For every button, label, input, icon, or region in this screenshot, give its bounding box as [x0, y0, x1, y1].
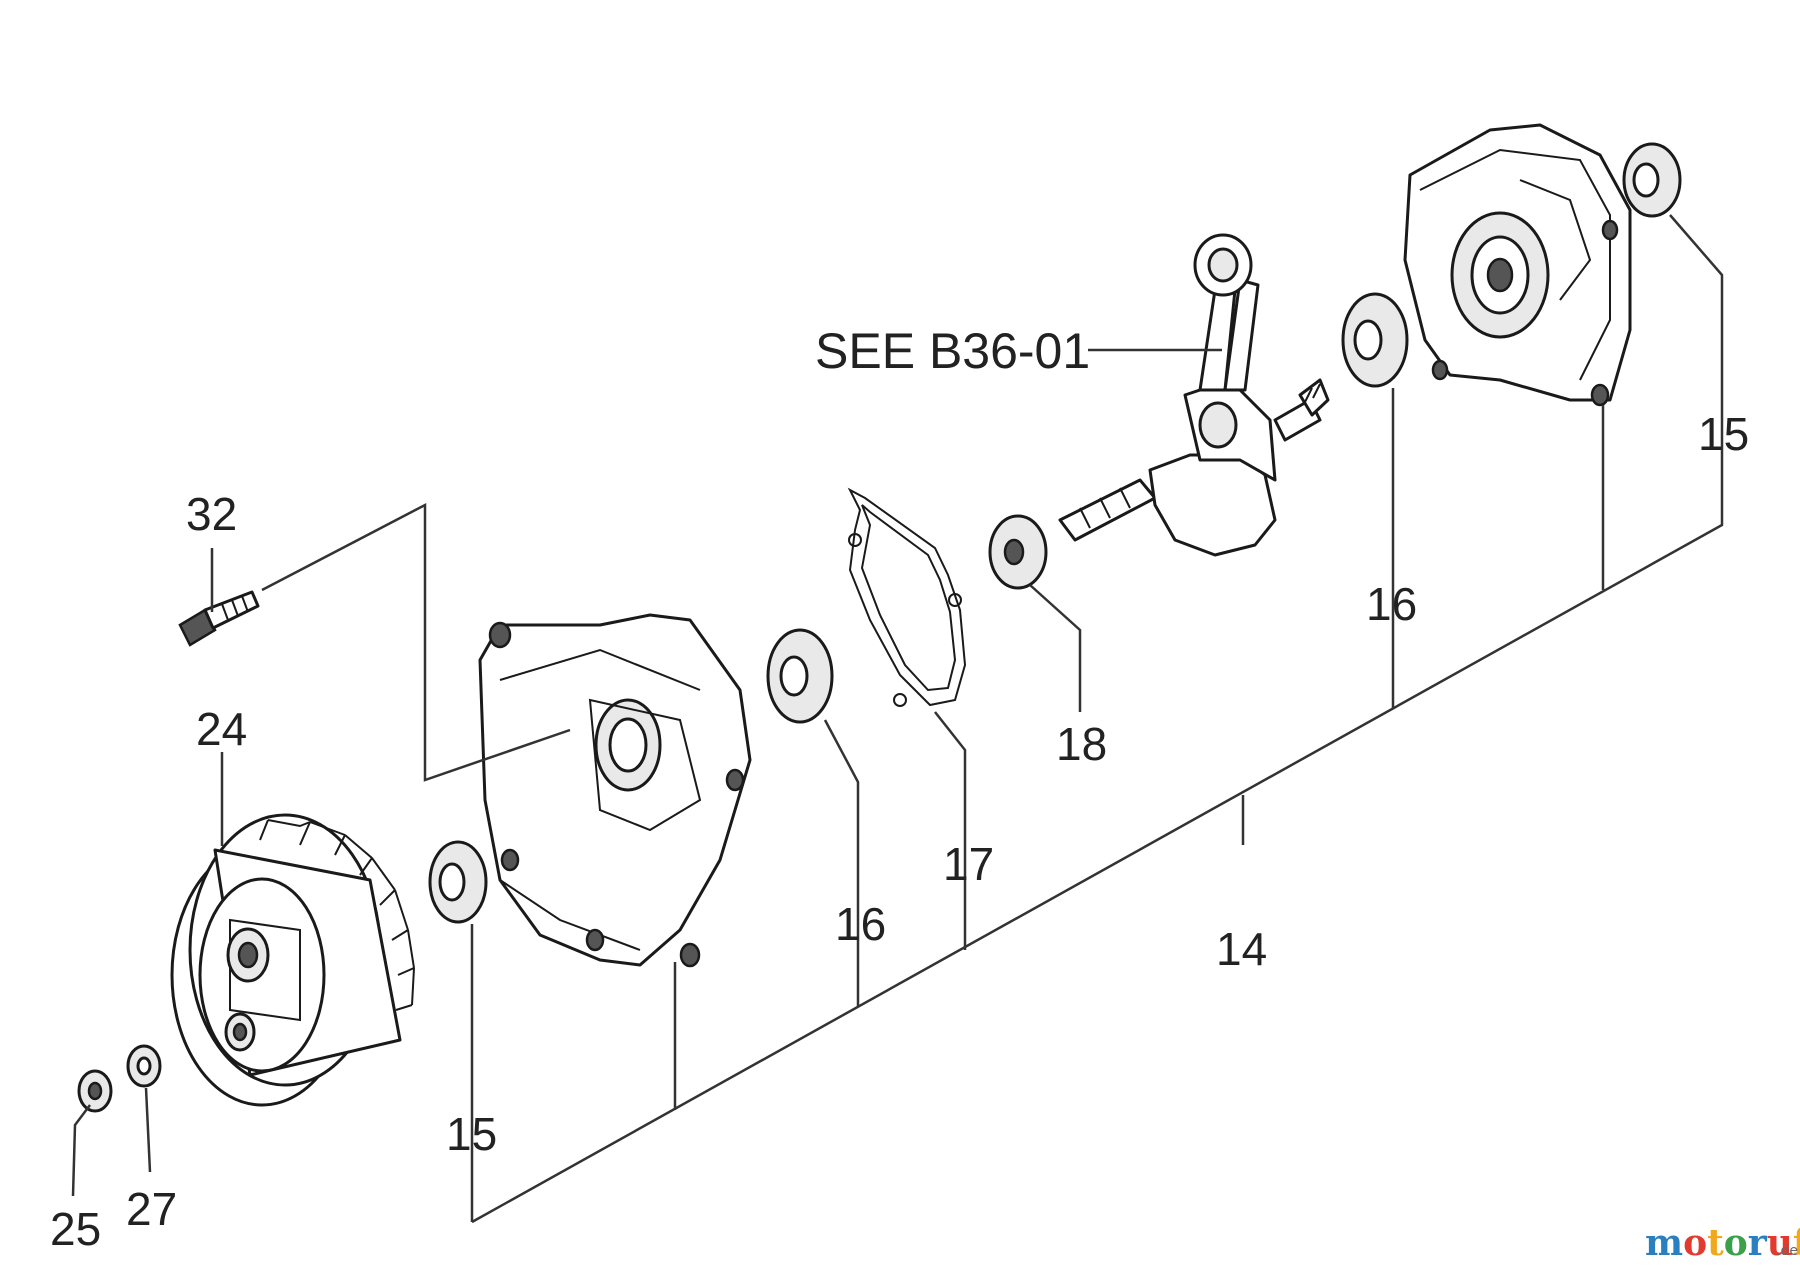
- callout-14: 14: [1216, 923, 1267, 975]
- bearing-part-15-left: [428, 840, 488, 924]
- oil-seal-part-16-right: [1341, 292, 1409, 388]
- flywheel-part-24: [170, 813, 415, 1107]
- watermark-letter: f: [1793, 1222, 1800, 1264]
- callout-18: 18: [1056, 718, 1107, 770]
- leader-lines: [71, 214, 1724, 1224]
- callout-16-right: 16: [1366, 578, 1417, 630]
- watermark-letter: o: [1724, 1222, 1748, 1264]
- crankshaft-assembly: [1058, 233, 1330, 557]
- callout-17: 17: [943, 838, 994, 890]
- watermark-letter: o: [1683, 1222, 1707, 1264]
- watermark-text: motoruf: [1645, 1222, 1800, 1264]
- crankcase-left-half: [478, 613, 752, 968]
- callout-32: 32: [186, 488, 237, 540]
- reference-see-b36-01: SEE B36-01: [815, 323, 1090, 379]
- washer-part-18: [988, 514, 1048, 590]
- callout-24: 24: [196, 703, 247, 755]
- callout-27: 27: [126, 1183, 177, 1235]
- screw-part-32: [178, 590, 260, 647]
- watermark-letter: m: [1645, 1222, 1683, 1264]
- washer-part-27: [126, 1044, 162, 1088]
- callout-15-left: 15: [446, 1108, 497, 1160]
- nut-part-25: [77, 1069, 113, 1113]
- gasket-part-17: [847, 487, 967, 707]
- callout-16-left: 16: [835, 898, 886, 950]
- crankcase-right-half: [1403, 123, 1632, 407]
- callout-25: 25: [50, 1203, 101, 1255]
- watermark-letter: t: [1707, 1222, 1724, 1264]
- watermark-letter: r: [1748, 1222, 1768, 1264]
- motoruf-watermark-logo: motoruf .de: [1645, 1222, 1800, 1264]
- oil-seal-part-16-left: [766, 628, 834, 724]
- watermark-suffix: .de: [1776, 1243, 1798, 1259]
- bearing-part-15-right: [1622, 142, 1682, 218]
- callout-labels: SEE B36-01 32 24 25 27 15 16 17 18 14 16…: [50, 323, 1749, 1255]
- watermark-letter: u: [1767, 1222, 1793, 1264]
- callout-15-right: 15: [1698, 408, 1749, 460]
